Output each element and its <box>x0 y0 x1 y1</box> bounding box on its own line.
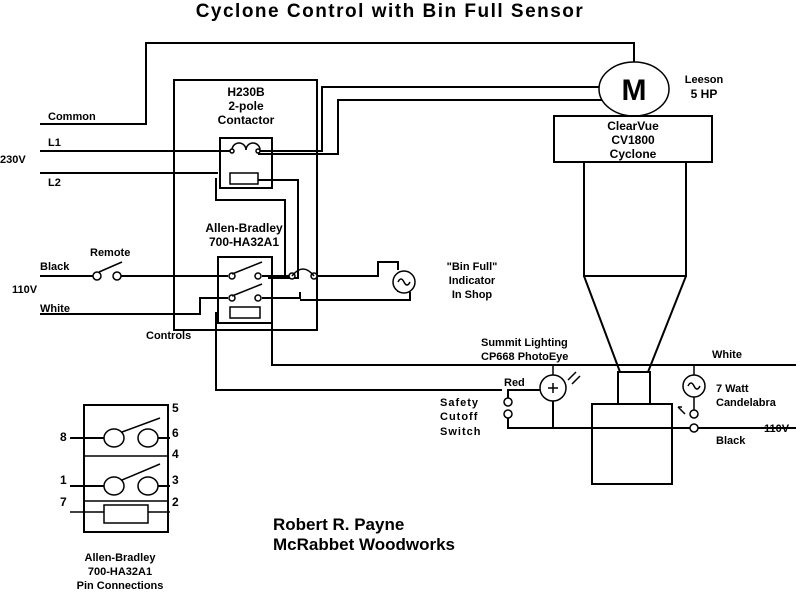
control-wires <box>40 261 796 391</box>
label-photoeye-1: Summit Lighting <box>481 337 568 349</box>
contactor-label-1: H230B <box>227 85 265 99</box>
label-candelabra-2: Candelabra <box>716 397 777 409</box>
relay-label-1: Allen-Bradley <box>205 221 283 235</box>
label-l2: L2 <box>48 177 61 189</box>
label-common: Common <box>48 111 96 123</box>
pin-caption-2: 700-HA32A1 <box>88 566 152 578</box>
pin-6: 6 <box>172 426 179 440</box>
pin-1: 1 <box>60 473 67 487</box>
remote-switch <box>92 261 123 281</box>
motor-label-2: 5 HP <box>691 87 718 101</box>
label-bin-full-1: "Bin Full" <box>447 261 498 273</box>
label-110v-right: 110V <box>764 423 790 435</box>
pin-connections <box>70 404 170 533</box>
candelabra-lamp <box>677 365 706 433</box>
label-red: Red <box>504 377 525 389</box>
contactor-label-2: 2-pole <box>228 99 264 113</box>
pin-8: 8 <box>60 430 67 444</box>
bin-full-lamp <box>392 270 416 294</box>
pin-2: 2 <box>172 495 179 509</box>
indicator-contact <box>288 268 318 280</box>
pin-7: 7 <box>60 495 67 509</box>
pin-4: 4 <box>172 447 179 461</box>
label-photoeye-2: CP668 PhotoEye <box>481 351 568 363</box>
diagram-title: Cyclone Control with Bin Full Sensor <box>196 1 585 22</box>
cyclone-label-1: ClearVue <box>607 119 659 133</box>
pin-caption-3: Pin Connections <box>77 580 164 592</box>
safety-switch <box>503 397 796 429</box>
cyclone-label-3: Cyclone <box>610 147 657 161</box>
cyclone: ClearVue CV1800 Cyclone <box>553 115 713 485</box>
label-230v: 230V <box>0 154 26 166</box>
label-safety-3: Switch <box>440 426 481 438</box>
label-white-right: White <box>712 349 742 361</box>
contactor: H230B 2-pole Contactor <box>173 79 318 331</box>
pin-3: 3 <box>172 473 179 487</box>
relay-label-2: 700-HA32A1 <box>209 235 279 249</box>
label-controls: Controls <box>146 330 191 342</box>
label-white-left: White <box>40 303 70 315</box>
pin-caption-1: Allen-Bradley <box>85 552 157 564</box>
label-bin-full-3: In Shop <box>452 289 493 301</box>
motor: M Leeson 5 HP <box>598 61 724 117</box>
label-black-left: Black <box>40 261 70 273</box>
label-candelabra-1: 7 Watt <box>716 383 749 395</box>
motor-label-1: Leeson <box>685 74 724 86</box>
cyclone-label-2: CV1800 <box>611 133 655 147</box>
label-safety-1: Safety <box>440 397 479 409</box>
label-remote: Remote <box>90 247 130 259</box>
label-safety-2: Cutoff <box>440 411 478 423</box>
relay: Allen-Bradley 700-HA32A1 <box>205 221 283 324</box>
label-110v-left: 110V <box>12 284 38 296</box>
author-company: McRabbet Woodworks <box>273 535 455 554</box>
label-bin-full-2: Indicator <box>449 275 496 287</box>
label-black-right: Black <box>716 435 746 447</box>
contactor-label-3: Contactor <box>218 113 275 127</box>
labels: Common L1 230V L2 Black Remote 110V Whit… <box>0 111 790 592</box>
power-wires <box>40 42 635 279</box>
motor-symbol: M <box>622 74 647 107</box>
label-l1: L1 <box>48 137 61 149</box>
author-name: Robert R. Payne <box>273 515 404 534</box>
pin-5: 5 <box>172 401 179 415</box>
photoeye <box>507 365 581 428</box>
